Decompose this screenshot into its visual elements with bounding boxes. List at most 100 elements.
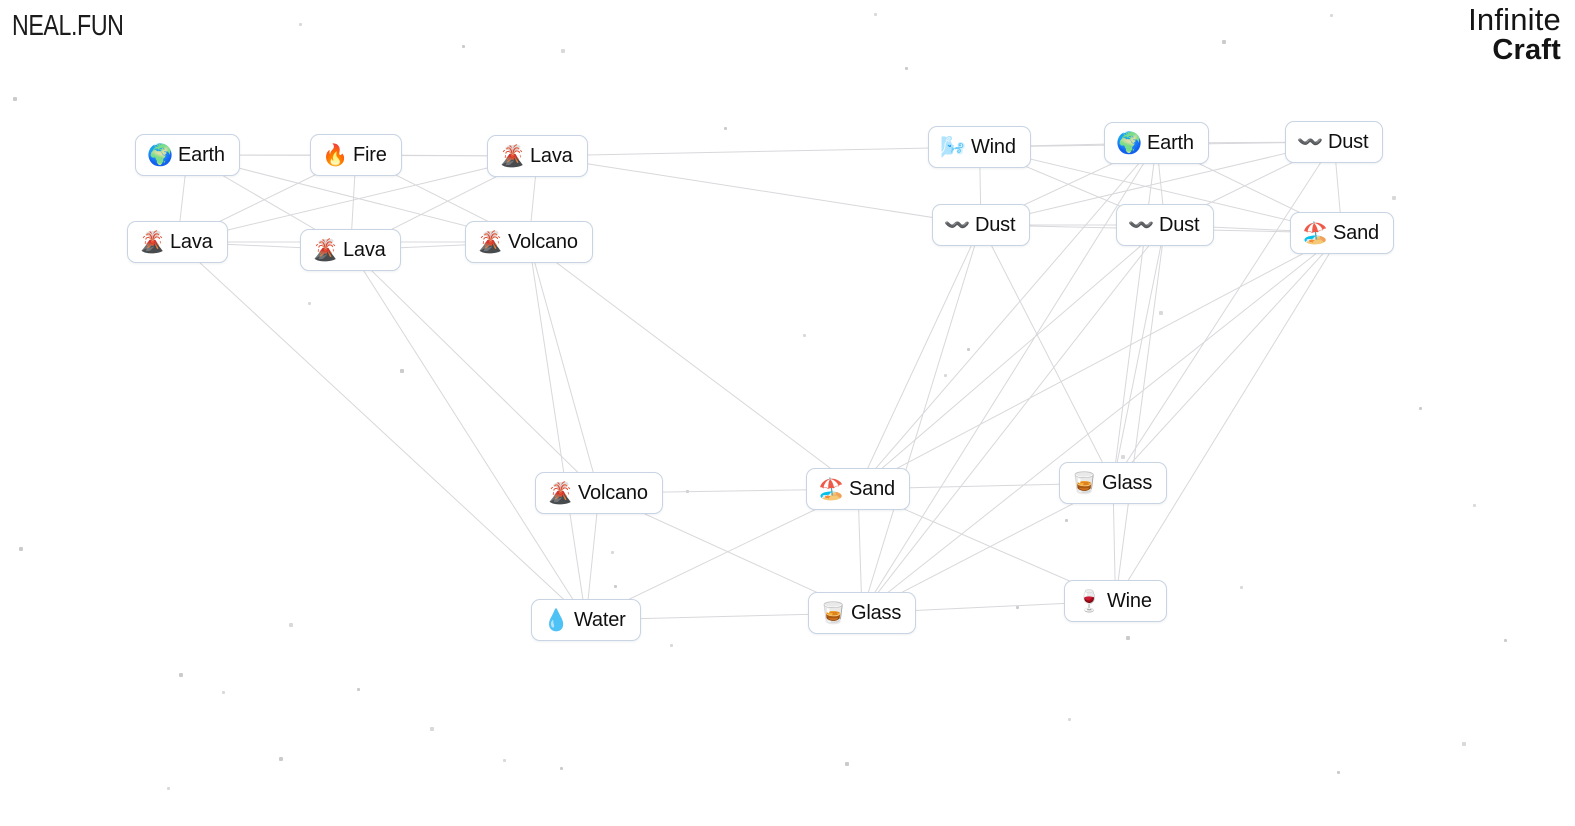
background-dot [299,23,302,26]
background-dot [614,585,617,588]
background-dot [1121,455,1125,459]
wine-glass-icon: 🍷 [1076,589,1103,613]
crafting-edge [861,224,1166,614]
element-node-label: Lava [343,238,386,261]
background-dot [611,551,614,554]
crafting-edge [1112,224,1166,484]
beach-icon: 🏖️ [818,477,845,501]
background-dot [1159,311,1163,315]
crafting-edge [528,241,600,494]
crafting-edge [861,232,1343,614]
element-node-label: Dust [975,213,1016,236]
element-node-lava[interactable]: 🌋Lava [487,135,588,177]
wavy-dash-icon: 〰️ [1128,213,1155,237]
element-node-sand[interactable]: 🏖️Sand [1290,212,1394,254]
background-dot [560,767,563,770]
element-node-water[interactable]: 💧Water [531,599,641,641]
background-dot [289,623,293,627]
element-node-dust[interactable]: 〰️Dust [1285,121,1384,163]
element-node-volcano[interactable]: 🌋Volcano [535,472,663,514]
element-node-earth[interactable]: 🌍Earth [1104,122,1209,164]
background-dot [1392,196,1396,200]
element-node-label: Glass [851,601,902,624]
element-node-lava[interactable]: 🌋Lava [300,229,401,271]
element-node-label: Dust [1328,130,1369,153]
background-dot [1330,14,1333,17]
crafting-edge [857,232,1343,490]
background-dot [13,97,17,101]
crafting-edge [1112,232,1343,484]
background-dot [279,757,283,761]
background-dot [1462,742,1466,746]
crafting-edge [528,241,587,621]
tumbler-glass-icon: 🥃 [1071,471,1098,495]
element-node-wine[interactable]: 🍷Wine [1064,580,1167,622]
water-droplet-icon: 💧 [543,608,570,632]
element-node-fire[interactable]: 🔥Fire [310,134,402,176]
crafting-edge [537,155,982,226]
fire-icon: 🔥 [322,143,349,167]
background-dot [686,490,689,493]
background-dot [1473,504,1476,507]
crafting-edge [1112,142,1157,484]
background-dot [1065,519,1068,522]
element-node-earth[interactable]: 🌍Earth [135,134,240,176]
background-dot [561,49,565,53]
background-dot [1419,407,1422,410]
background-dot [430,727,434,731]
volcano-icon: 🌋 [477,230,504,254]
background-dot [670,644,673,647]
tumbler-glass-icon: 🥃 [820,601,847,625]
background-dot [803,334,806,337]
background-dot [357,688,360,691]
element-node-label: Volcano [578,481,648,504]
wavy-dash-icon: 〰️ [944,213,971,237]
volcano-icon: 🌋 [499,144,526,168]
crafting-edge [861,224,982,614]
element-node-label: Sand [849,477,895,500]
crafting-edge [350,249,587,621]
element-node-wind[interactable]: 🌬️Wind [928,126,1031,168]
background-dot [1222,40,1226,44]
background-dot [944,374,947,377]
volcano-icon: 🌋 [547,481,574,505]
background-dot [308,302,311,305]
element-node-dust[interactable]: 〰️Dust [1116,204,1215,246]
element-node-volcano[interactable]: 🌋Volcano [465,221,593,263]
element-node-label: Volcano [508,230,578,253]
element-node-glass[interactable]: 🥃Glass [808,592,917,634]
crafting-edge [528,241,859,490]
element-node-glass[interactable]: 🥃Glass [1059,462,1168,504]
background-dot [905,67,908,70]
crafting-edge [980,224,1114,484]
crafting-edge [1112,141,1335,484]
crafting-edge [537,146,980,157]
infinite-craft-logo: Infinite Craft [1468,4,1561,65]
background-dot [1068,718,1071,721]
wind-face-icon: 🌬️ [940,135,967,159]
crafting-edge [857,142,1157,490]
neal-fun-logo[interactable]: NEAL.FUN [12,10,124,42]
crafting-edge [857,224,982,490]
volcano-icon: 🌋 [312,238,339,262]
element-node-label: Wine [1107,589,1152,612]
element-node-dust[interactable]: 〰️Dust [932,204,1031,246]
background-dot [1504,639,1507,642]
crafting-edge [857,224,1166,490]
element-node-label: Earth [178,143,225,166]
volcano-icon: 🌋 [139,230,166,254]
element-node-lava[interactable]: 🌋Lava [127,221,228,263]
background-dot [503,759,506,762]
element-node-label: Water [574,608,626,631]
background-dot [19,547,23,551]
background-dot [967,348,970,351]
element-node-label: Lava [170,230,213,253]
crafting-edge [1115,224,1166,602]
element-node-label: Glass [1102,471,1153,494]
element-node-label: Earth [1147,131,1194,154]
crafting-edge [1115,232,1343,602]
element-node-label: Dust [1159,213,1200,236]
element-node-sand[interactable]: 🏖️Sand [806,468,910,510]
crafting-edge [350,249,600,494]
